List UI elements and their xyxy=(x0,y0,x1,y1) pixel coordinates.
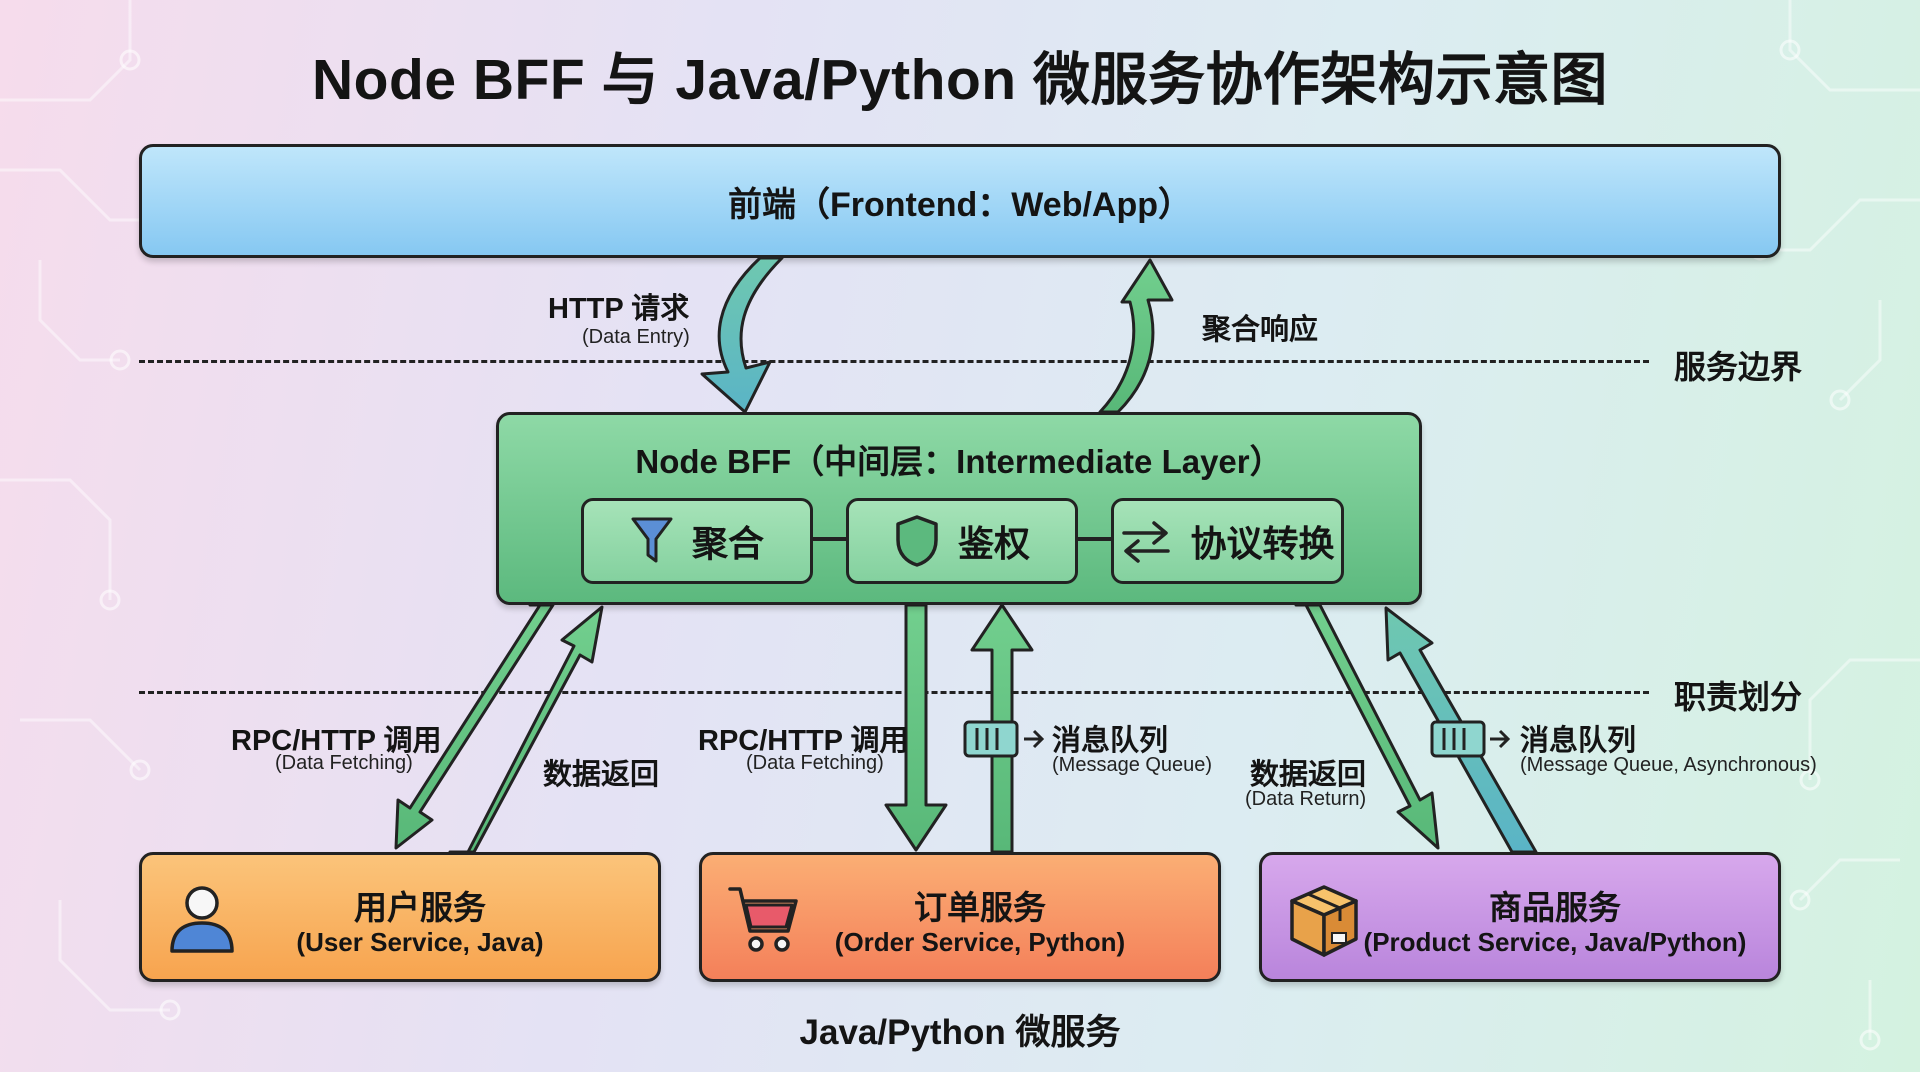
http-request-sub: (Data Entry) xyxy=(582,326,690,348)
aggregated-response-arrow xyxy=(1098,258,1174,414)
rpc-user-arrow xyxy=(394,603,555,850)
rpc-user-label: RPC/HTTP 调用 xyxy=(231,725,442,757)
user-icon xyxy=(170,886,234,953)
bff-title: Node BFF（中间层：Intermediate Layer） xyxy=(635,443,1283,480)
feature-auth[interactable]: 鉴权 xyxy=(846,498,1078,584)
cart-icon xyxy=(728,887,798,952)
service-name: 商品服务 xyxy=(1489,889,1621,926)
frontend-label: 前端（Frontend：Web/App） xyxy=(728,185,1192,224)
responsibility-division-label: 职责划分 xyxy=(1674,679,1803,715)
service-sub: (Order Service, Python) xyxy=(834,927,1126,957)
shield-icon xyxy=(896,515,938,567)
http-request-arrow xyxy=(700,256,784,414)
microservices-footer-label: Java/Python 微服务 xyxy=(799,1013,1121,1052)
data-return-product-arrow xyxy=(1294,603,1440,850)
responsibility-division-line xyxy=(139,691,1649,694)
feature-label: 协议转换 xyxy=(1190,523,1335,564)
data-return-product-label: 数据返回 xyxy=(1250,759,1367,791)
mq-product-label: 消息队列 xyxy=(1520,725,1637,757)
mq-order-icon xyxy=(963,720,1045,758)
http-request-label: HTTP 请求 xyxy=(548,293,690,325)
rpc-order-label: RPC/HTTP 调用 xyxy=(698,725,909,757)
service-name: 用户服务 xyxy=(354,889,486,926)
service-name: 订单服务 xyxy=(914,889,1046,926)
order-service-box[interactable]: 订单服务 (Order Service, Python) xyxy=(699,852,1221,982)
feature-label: 聚合 xyxy=(691,523,764,564)
package-icon xyxy=(1290,885,1358,957)
rpc-order-arrow xyxy=(884,603,948,852)
diagram-title: Node BFF 与 Java/Python 微服务协作架构示意图 xyxy=(312,48,1608,112)
service-boundary-label: 服务边界 xyxy=(1674,349,1803,385)
feature-connector xyxy=(813,537,846,541)
service-boundary-line xyxy=(139,360,1649,363)
swap-arrows-icon xyxy=(1122,521,1171,563)
node-bff-box[interactable]: Node BFF（中间层：Intermediate Layer） 聚合 鉴权 协… xyxy=(496,412,1422,605)
service-sub: (Product Service, Java/Python) xyxy=(1363,927,1747,957)
data-return-user-label: 数据返回 xyxy=(543,759,660,791)
feature-label: 鉴权 xyxy=(957,523,1030,564)
user-service-box[interactable]: 用户服务 (User Service, Java) xyxy=(139,852,661,982)
aggregated-response-label: 聚合响应 xyxy=(1202,314,1319,346)
feature-aggregation[interactable]: 聚合 xyxy=(581,498,813,584)
product-service-box[interactable]: 商品服务 (Product Service, Java/Python) xyxy=(1259,852,1781,982)
mq-product-sub: (Message Queue, Asynchronous) xyxy=(1520,754,1817,776)
funnel-icon xyxy=(631,517,673,563)
rpc-user-sub: (Data Fetching) xyxy=(275,752,413,774)
mq-order-label: 消息队列 xyxy=(1052,725,1169,757)
data-return-user-arrow xyxy=(448,605,604,854)
mq-product-icon xyxy=(1430,720,1511,758)
feature-protocol-conversion[interactable]: 协议转换 xyxy=(1111,498,1344,584)
data-return-product-sub: (Data Return) xyxy=(1245,788,1367,810)
rpc-order-sub: (Data Fetching) xyxy=(746,752,884,774)
frontend-box[interactable]: 前端（Frontend：Web/App） xyxy=(139,144,1781,258)
feature-connector xyxy=(1078,537,1111,541)
service-sub: (User Service, Java) xyxy=(296,927,544,957)
mq-order-sub: (Message Queue) xyxy=(1052,754,1213,776)
